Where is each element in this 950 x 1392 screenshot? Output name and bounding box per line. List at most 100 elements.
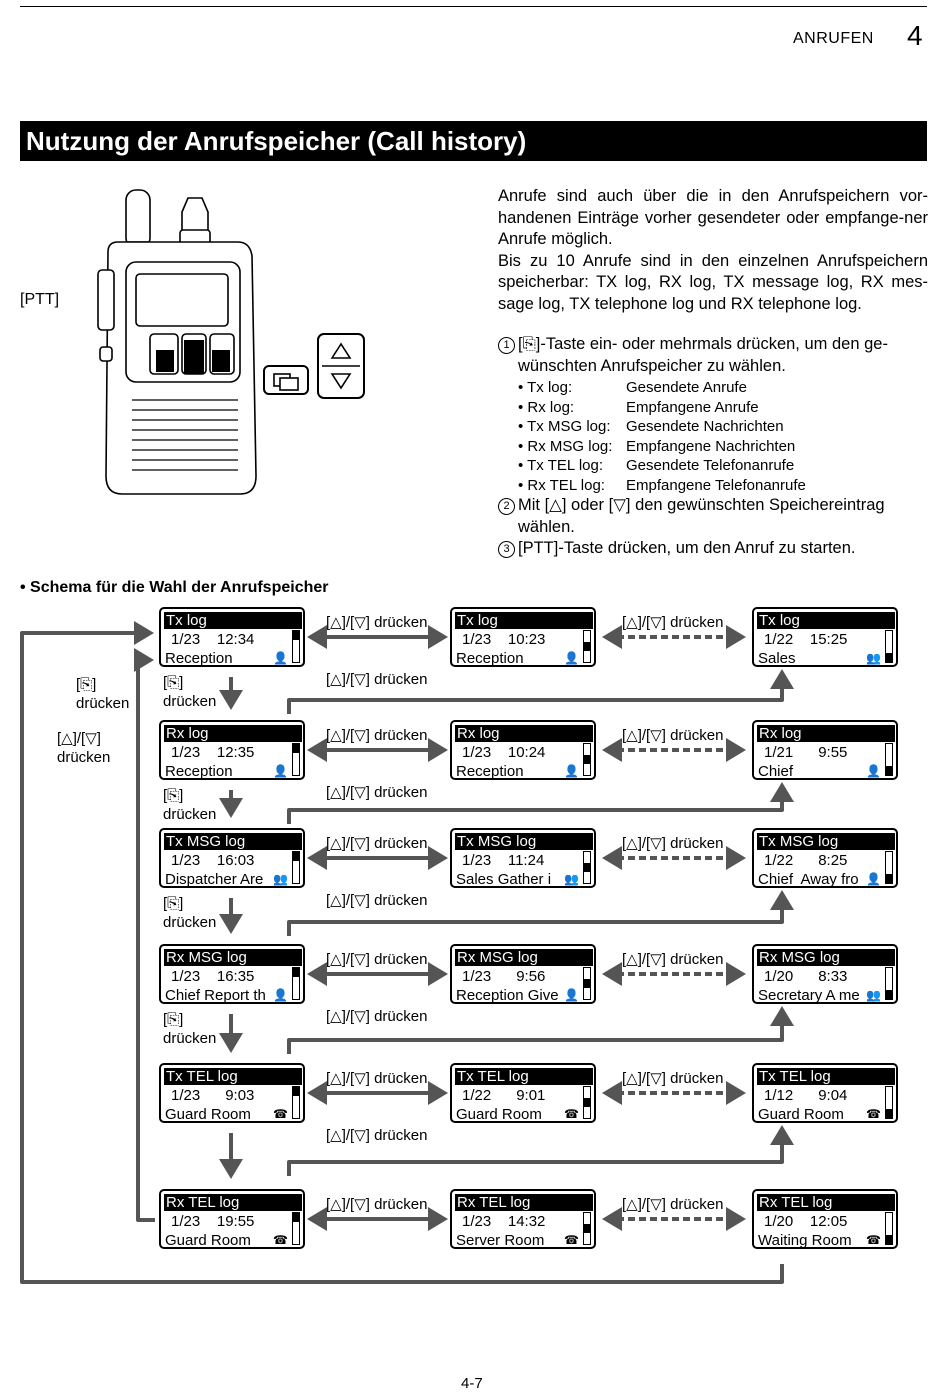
contact-icon: 👥 xyxy=(564,872,579,886)
list-item: • Tx MSG log:Gesendete Nachrichten xyxy=(518,418,784,436)
arrow-label: [△]/[▽] drücken xyxy=(326,1070,428,1087)
arrow-label: [△]/[▽] drücken xyxy=(326,1127,428,1144)
radio-illustration xyxy=(97,189,365,495)
arrow-label: [△]/[▽] drücken xyxy=(326,835,428,852)
mode-key-label: [⎘] xyxy=(163,895,184,912)
log-list: • Tx log:Gesendete Anrufe • Rx log:Empfa… xyxy=(518,378,806,496)
contact-icon: ☎ xyxy=(564,1233,579,1247)
lcd-name: Guard Room xyxy=(758,1106,844,1123)
lcd-title: Tx TEL log xyxy=(164,1068,302,1085)
press-label: drücken xyxy=(57,749,111,766)
lcd-name: Reception xyxy=(456,650,524,667)
ptt-label: [PTT] xyxy=(20,291,60,308)
page-number: 4-7 xyxy=(461,1375,483,1392)
updown-label: [△]/[▽] xyxy=(57,730,101,747)
contact-icon: 👤 xyxy=(273,651,288,665)
arrow-label: [△]/[▽] drücken xyxy=(622,1196,724,1213)
list-item: • Tx TEL log:Gesendete Telefonanrufe xyxy=(518,457,795,475)
contact-icon: ☎ xyxy=(866,1233,881,1247)
scroll-indicator xyxy=(292,967,300,1000)
lcd-title: Rx TEL log xyxy=(757,1194,895,1211)
intro-paragraph: Bis zu 10 Anrufe sind in den einzelnen A… xyxy=(498,251,928,313)
arrow-label: [△]/[▽] drücken xyxy=(326,784,428,801)
press-label: drücken xyxy=(163,806,217,823)
lcd-name: Reception Give xyxy=(456,987,559,1004)
lcd-datetime: 1/23 11:24 xyxy=(462,852,545,869)
lcd-datetime: 1/23 14:32 xyxy=(462,1213,546,1230)
lcd-name: Dispatcher Are xyxy=(165,871,264,888)
press-label: drücken xyxy=(163,693,217,710)
arrow-label: [△]/[▽] drücken xyxy=(622,614,724,631)
lcd-title: Tx log xyxy=(757,612,895,629)
lcd-datetime: 1/23 19:55 xyxy=(171,1213,255,1230)
arrow-label: [△]/[▽] drücken xyxy=(326,671,428,688)
contact-icon: 👤 xyxy=(273,764,288,778)
lcd-name: Server Room xyxy=(456,1232,545,1249)
lcd-title: Tx TEL log xyxy=(757,1068,895,1085)
lcd-title: Tx MSG log xyxy=(455,833,593,850)
lcd-datetime: 1/23 9:56 xyxy=(462,968,546,985)
lcd-datetime: 1/22 9:01 xyxy=(462,1087,546,1104)
arrow-label: [△]/[▽] drücken xyxy=(622,951,724,968)
contact-icon: 👤 xyxy=(564,651,579,665)
scroll-indicator xyxy=(583,1212,591,1245)
contact-icon: 👤 xyxy=(273,988,288,1002)
lcd-title: Rx MSG log xyxy=(455,949,593,966)
arrow-label: [△]/[▽] drücken xyxy=(326,614,428,631)
arrow-label: [△]/[▽] drücken xyxy=(622,835,724,852)
lcd-name: Chief xyxy=(758,763,794,780)
step-text: [⎘]-Taste ein- oder mehrmals drücken, um… xyxy=(518,335,888,353)
lcd-title: Rx TEL log xyxy=(164,1194,302,1211)
intro-text: Anrufe sind auch über die in den Anrufsp… xyxy=(498,186,928,315)
intro-paragraph: Anrufe sind auch über die in den Anrufsp… xyxy=(498,187,928,248)
contact-icon: 👥 xyxy=(866,651,881,665)
step-number: 3 xyxy=(498,541,515,558)
scroll-indicator xyxy=(583,743,591,776)
mode-key-label: [⎘] xyxy=(76,676,97,693)
lcd-datetime: 1/23 16:03 xyxy=(171,852,255,869)
contact-icon: ☎ xyxy=(273,1107,288,1121)
lcd-datetime: 1/21 9:55 xyxy=(764,744,848,761)
scroll-indicator xyxy=(885,851,893,884)
lcd-datetime: 1/22 8:25 xyxy=(764,852,848,869)
section-header: ANRUFEN xyxy=(793,30,874,47)
step-text-cont: wünschten Anrufspeicher zu wählen. xyxy=(518,356,786,375)
lcd-datetime: 1/23 10:23 xyxy=(462,631,546,648)
lcd-title: Rx MSG log xyxy=(757,949,895,966)
list-item: • Rx log:Empfangene Anrufe xyxy=(518,398,759,416)
scroll-indicator xyxy=(292,630,300,663)
lcd-title: Rx log xyxy=(757,725,895,742)
step-1: 1[⎘]-Taste ein- oder mehrmals drücken, u… xyxy=(498,334,928,377)
arrow-label: [△]/[▽] drücken xyxy=(326,951,428,968)
press-label: drücken xyxy=(163,914,217,931)
schema-title: • Schema für die Wahl der Anrufspeicher xyxy=(20,579,329,596)
lcd-name: Guard Room xyxy=(165,1106,251,1123)
scroll-indicator xyxy=(885,630,893,663)
lcd-datetime: 1/23 12:34 xyxy=(171,631,255,648)
lcd-name: Guard Room xyxy=(165,1232,251,1249)
step-3: 3[PTT]-Taste drücken, um den Anruf zu st… xyxy=(498,538,928,560)
lcd-name: Reception xyxy=(456,763,524,780)
mode-key-label: [⎘] xyxy=(163,1011,184,1028)
lcd-datetime: 1/20 12:05 xyxy=(764,1213,848,1230)
lcd-name: Sales xyxy=(758,650,796,667)
lcd-name: Waiting Room xyxy=(758,1232,852,1249)
lcd-title: Rx TEL log xyxy=(455,1194,593,1211)
lcd-name: Chief Away fro xyxy=(758,871,859,888)
lcd-name: Guard Room xyxy=(456,1106,542,1123)
contact-icon: 👤 xyxy=(564,764,579,778)
lcd-title: Tx MSG log xyxy=(164,833,302,850)
step-number: 1 xyxy=(498,337,515,354)
lcd-name: Sales Gather i xyxy=(456,871,552,888)
step-text: Mit [△] oder [▽] den gewünschten Speiche… xyxy=(518,496,885,514)
press-label: drücken xyxy=(163,1030,217,1047)
